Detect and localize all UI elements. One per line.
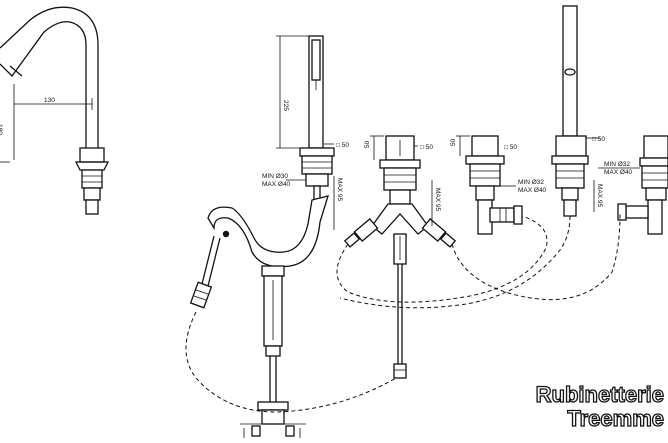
max-95-dim-b: MAX 95 xyxy=(434,188,441,212)
height-50-dim-b: 50 xyxy=(450,138,457,146)
brand-line-1: Rubinetterie xyxy=(536,382,664,407)
max-95-dim-a: MAX 95 xyxy=(336,178,343,202)
mixer-valve-1-drawing: 50 □ 50 MIN Ø32 MAX Ø40 xyxy=(450,135,547,235)
connection-hoses xyxy=(185,213,621,413)
max-40-dim-c: MAX Ø40 xyxy=(604,169,633,176)
hex-50-dim: □ 50 xyxy=(336,142,349,149)
spout-drawing: 130 180 xyxy=(0,6,110,215)
diverter-body-drawing xyxy=(189,195,329,438)
min-32-dim-b: MIN Ø32 xyxy=(604,161,630,168)
min-32-dim: MIN Ø32 xyxy=(518,179,544,186)
hex-50-dim-d: □ 50 xyxy=(592,136,605,143)
brand-line-2: Treemme xyxy=(567,406,664,431)
max-40-dim-b: MAX Ø40 xyxy=(518,187,547,194)
hex-50-dim-c: □ 50 xyxy=(504,144,517,151)
y-connector-drawing: 50 □ 50 MAX 95 xyxy=(343,135,457,379)
max-95-dim-c: MAX 95 xyxy=(596,184,603,208)
mixer-valve-3-drawing: MIN Ø32 MAX Ø40 MAX 95 xyxy=(593,135,668,235)
height-50-dim-a: 50 xyxy=(364,140,371,148)
max-40-dim: MAX Ø40 xyxy=(262,181,291,188)
min-30-dim: MIN Ø30 xyxy=(262,173,288,180)
brand-logo: Rubinetterie Treemme xyxy=(535,381,665,431)
spout-reach-dim: 130 xyxy=(44,97,55,104)
hand-shower-drawing: 225 □ 50 MIN Ø30 MAX Ø40 MAX 95 xyxy=(262,35,349,230)
hex-50-dim-b: □ 50 xyxy=(420,144,433,151)
spout-height-dim: 180 xyxy=(0,124,3,135)
mixer-valve-2-drawing: □ 50 xyxy=(551,5,605,217)
shower-length-dim: 225 xyxy=(282,100,289,111)
